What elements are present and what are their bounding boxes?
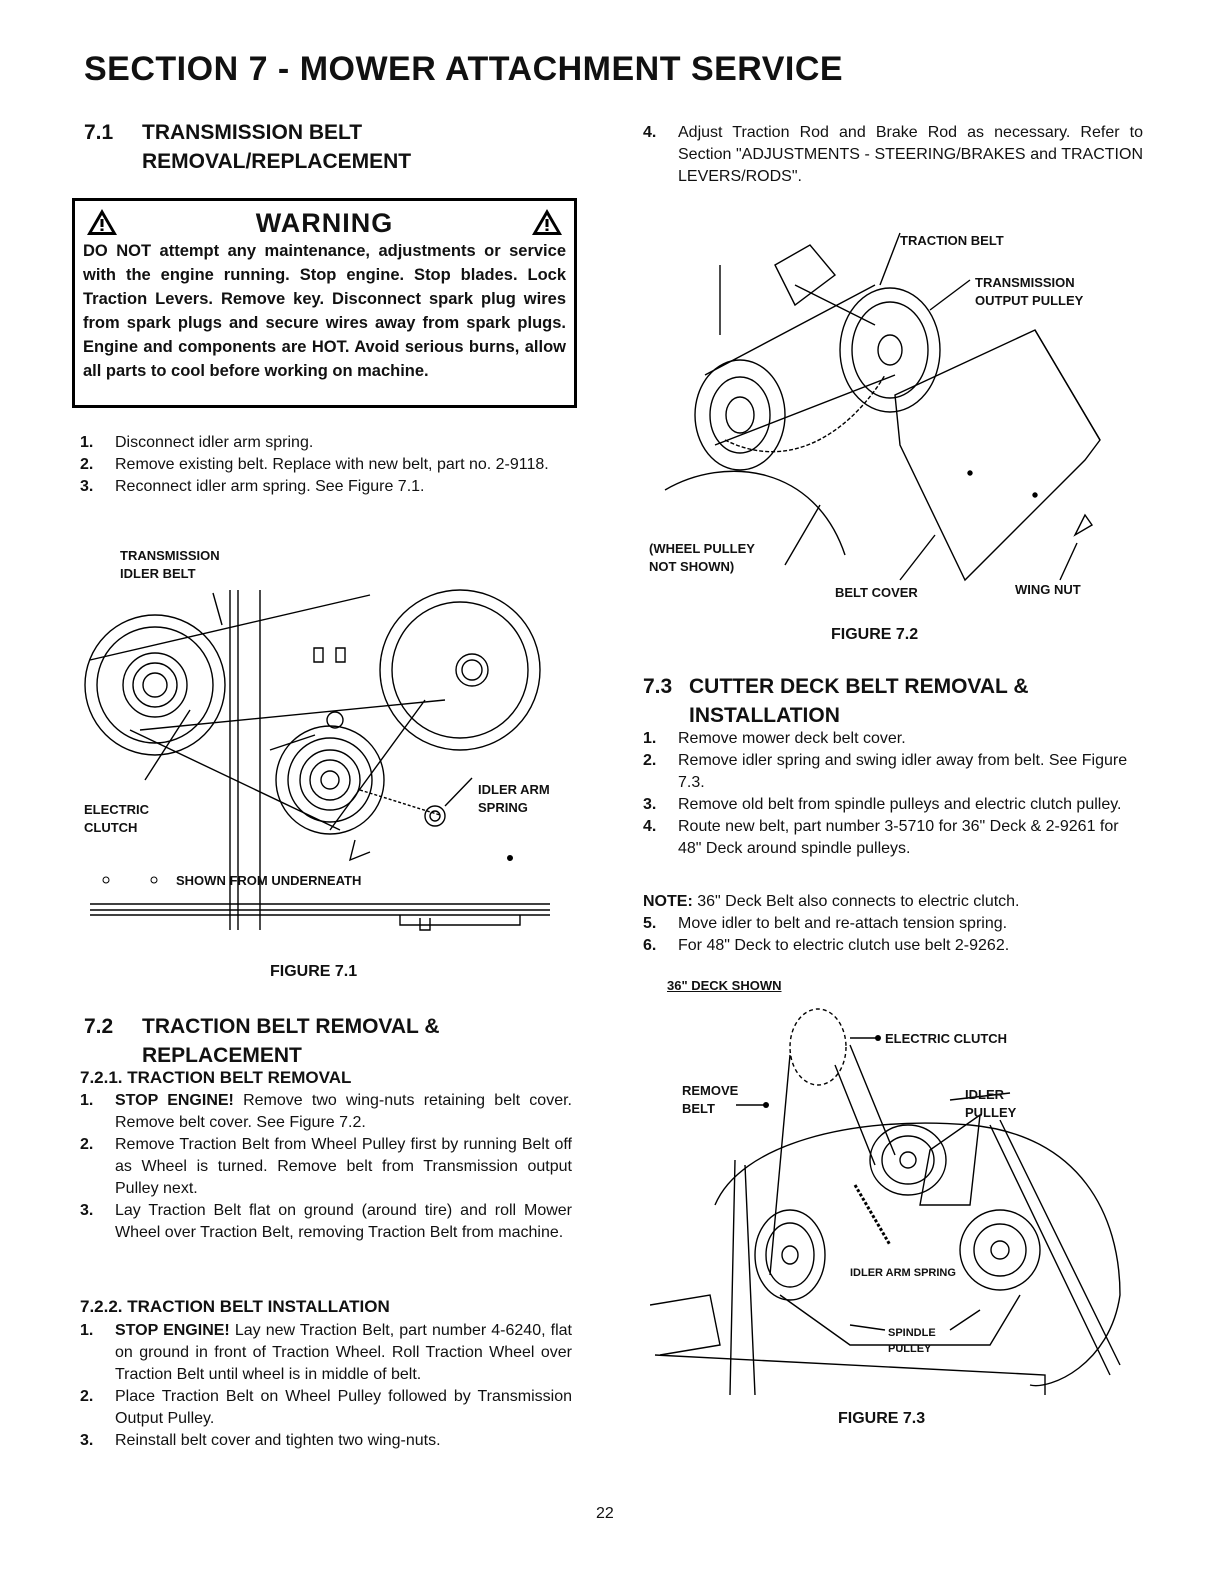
warning-title: WARNING (255, 208, 394, 238)
list-item: 6.For 48" Deck to electric clutch use be… (643, 937, 1010, 954)
subsection-7-2-1-heading: 7.2.1. TRACTION BELT REMOVAL (80, 1068, 352, 1087)
figure-7-1-drawing (70, 540, 570, 940)
figure-7-3-caption: FIGURE 7.3 (838, 1410, 926, 1427)
label-idler-belt: IDLER BELT (120, 566, 196, 581)
list-item: 1.STOP ENGINE! Lay new Traction Belt, pa… (80, 1322, 572, 1383)
section-7-2-heading: 7.2 TRACTION BELT REMOVAL & REPLACEMENT (84, 1012, 584, 1070)
label-spring: SPRING (478, 800, 528, 815)
list-item: 2.Remove Traction Belt from Wheel Pulley… (80, 1136, 572, 1197)
warning-triangle-icon (532, 209, 562, 235)
list-item: 1.STOP ENGINE! Remove two wing-nuts reta… (80, 1092, 572, 1131)
note: NOTE: 36" Deck Belt also connects to ele… (643, 891, 1143, 913)
warning-text: DO NOT attempt any maintenance, adjustme… (83, 242, 566, 380)
label-belt-cover: BELT COVER (835, 585, 918, 600)
section-number: 7.3 (643, 675, 673, 698)
label-wing-nut: WING NUT (1015, 582, 1081, 597)
label-transmission: TRANSMISSION (975, 275, 1075, 290)
section-7-1-heading: 7.1 TRANSMISSION BELT REMOVAL/REPLACEMENT (84, 118, 584, 176)
section-7-1-steps: 1.Disconnect idler arm spring. 2.Remove … (80, 432, 560, 498)
list-item: 2.Remove idler spring and swing idler aw… (643, 752, 1128, 791)
section-title-line1: TRACTION BELT REMOVAL & (142, 1015, 440, 1038)
section-number: 7.2 (84, 1015, 114, 1038)
page-number: 22 (596, 1505, 614, 1522)
figure-7-1-caption: FIGURE 7.1 (270, 963, 358, 980)
note-label: NOTE: (643, 893, 693, 910)
section-7-1-step-4: 4.Adjust Traction Rod and Brake Rod as n… (643, 122, 1143, 188)
list-item: 2.Remove existing belt. Replace with new… (80, 456, 549, 473)
list-item: 3.Remove old belt from spindle pulleys a… (643, 796, 1122, 813)
section-7-3-steps-continued: 5.Move idler to belt and re-attach tensi… (643, 913, 1143, 957)
list-item: 5.Move idler to belt and re-attach tensi… (643, 915, 1008, 932)
label-shown-from-underneath: SHOWN FROM UNDERNEATH (176, 873, 362, 888)
section-title-line1: CUTTER DECK BELT REMOVAL & (689, 675, 1029, 698)
label-wheel-pulley: (WHEEL PULLEY (649, 541, 755, 556)
subsection-7-2-2-steps: 1.STOP ENGINE! Lay new Traction Belt, pa… (80, 1320, 572, 1452)
section-title-line2: INSTALLATION (689, 704, 840, 727)
list-item: 3.Reconnect idler arm spring. See Figure… (80, 478, 425, 495)
label-remove: REMOVE (682, 1083, 739, 1098)
list-item: 4.Route new belt, part number 3-5710 for… (643, 818, 1119, 857)
figure-7-3: ELECTRIC CLUTCH REMOVE BELT IDLER PULLEY… (650, 1005, 1130, 1400)
label-deck-shown: 36" DECK SHOWN (667, 978, 782, 993)
list-item: 1.Remove mower deck belt cover. (643, 730, 906, 747)
label-belt: BELT (682, 1101, 715, 1116)
section-title-line2: REPLACEMENT (142, 1044, 302, 1067)
warning-box: WARNING DO NOT attempt any maintenance, … (72, 198, 577, 408)
label-not-shown: NOT SHOWN) (649, 559, 735, 574)
label-electric-clutch: ELECTRIC CLUTCH (885, 1031, 1008, 1046)
label-electric: ELECTRIC (84, 802, 149, 817)
warning-triangle-icon (87, 209, 117, 235)
label-traction-belt: TRACTION BELT (900, 233, 1004, 248)
subsection-7-2-1-steps: 1.STOP ENGINE! Remove two wing-nuts reta… (80, 1090, 572, 1244)
section-7-3-steps: 1.Remove mower deck belt cover. 2.Remove… (643, 728, 1143, 860)
label-spindle-pulley: PULLEY (888, 1343, 932, 1355)
label-idler-arm-spring: IDLER ARM SPRING (850, 1267, 956, 1279)
label-output-pulley: OUTPUT PULLEY (975, 293, 1084, 308)
label-idler-arm: IDLER ARM (478, 782, 550, 797)
figure-7-2: TRACTION BELT TRANSMISSION OUTPUT PULLEY… (645, 225, 1145, 610)
figure-7-2-caption: FIGURE 7.2 (831, 626, 919, 643)
subsection-7-2-2-heading: 7.2.2. TRACTION BELT INSTALLATION (80, 1297, 390, 1316)
section-title-line1: TRANSMISSION BELT (142, 121, 363, 144)
list-item: 3.Reinstall belt cover and tighten two w… (80, 1432, 441, 1449)
label-spindle: SPINDLE (888, 1327, 936, 1339)
section-number: 7.1 (84, 121, 114, 144)
figure-7-3-drawing (650, 1005, 1130, 1400)
list-item: 2.Place Traction Belt on Wheel Pulley fo… (80, 1388, 572, 1427)
section-title-line2: REMOVAL/REPLACEMENT (142, 150, 412, 173)
label-transmission: TRANSMISSION (120, 548, 220, 563)
list-item: 3.Lay Traction Belt flat on ground (arou… (80, 1202, 572, 1241)
figure-7-1: TRANSMISSION IDLER BELT ELECTRIC CLUTCH … (70, 540, 570, 940)
note-text: 36" Deck Belt also connects to electric … (692, 893, 1020, 910)
label-clutch: CLUTCH (84, 820, 138, 835)
list-item: 1.Disconnect idler arm spring. (80, 434, 314, 451)
page-title: SECTION 7 - MOWER ATTACHMENT SERVICE (84, 50, 844, 88)
list-item: 4.Adjust Traction Rod and Brake Rod as n… (643, 124, 1143, 185)
section-7-3-heading: 7.3 CUTTER DECK BELT REMOVAL & INSTALLATI… (643, 672, 1163, 730)
figure-7-2-drawing (645, 225, 1145, 610)
label-idler: IDLER (965, 1087, 1004, 1102)
label-pulley: PULLEY (965, 1105, 1017, 1120)
